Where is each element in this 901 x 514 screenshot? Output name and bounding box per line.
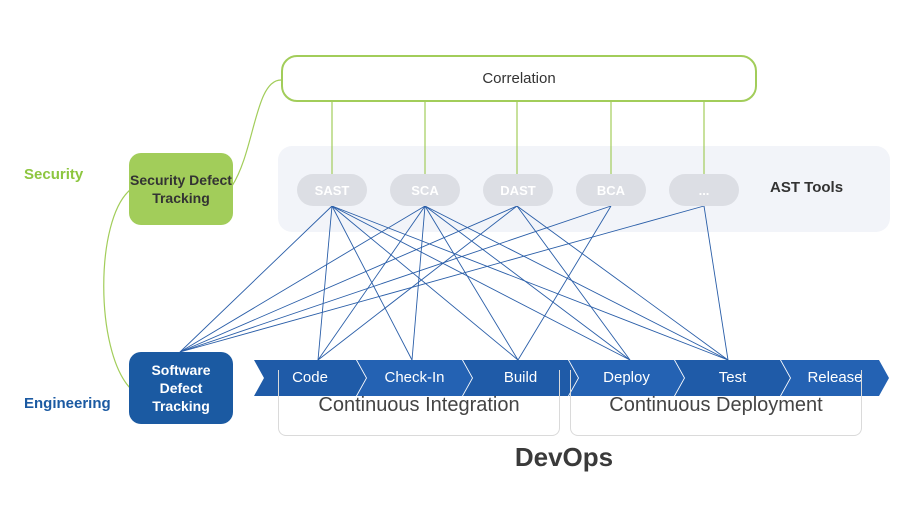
stage-code-label: Code <box>292 369 328 386</box>
security-to-engineering-curve <box>103 189 131 389</box>
ast-tool-sca: SCA <box>390 174 460 206</box>
stage-code-shape <box>254 360 366 396</box>
tool-stage-mesh <box>179 205 729 361</box>
stage-test-label: Test <box>718 369 747 386</box>
security-label: Security <box>24 166 84 183</box>
stage-release-shape <box>781 360 889 396</box>
pipeline-chevrons <box>254 360 889 396</box>
stage-test-shape <box>675 360 790 396</box>
ast-tools-label: AST Tools <box>770 179 844 196</box>
stage-checkin-shape <box>357 360 472 396</box>
stage-build-shape <box>463 360 578 396</box>
continuous-deployment-label: Continuous Deployment <box>609 394 823 416</box>
stage-checkin-label: Check-In <box>384 369 445 386</box>
continuous-integration-label: Continuous Integration <box>318 394 520 416</box>
stage-deploy-label: Deploy <box>603 369 650 386</box>
engineering-label: Engineering <box>24 395 111 412</box>
correlation-box: Correlation <box>281 55 757 102</box>
correlation-drops <box>331 102 705 174</box>
continuous-integration-group: Continuous Integration <box>278 370 560 436</box>
ast-tool-sast: SAST <box>297 174 367 206</box>
security-defect-tracking-box: Security Defect Tracking <box>129 153 233 225</box>
stage-release-label: Release <box>807 369 863 386</box>
ast-tool-bca: BCA <box>576 174 646 206</box>
stage-build-label: Build <box>503 369 538 386</box>
continuous-deployment-group: Continuous Deployment <box>570 370 862 436</box>
ast-tool-dast: DAST <box>483 174 553 206</box>
software-defect-tracking-box: Software Defect Tracking <box>129 352 233 424</box>
stage-deploy-shape <box>569 360 684 396</box>
correlation-to-security-curve <box>231 79 282 187</box>
devops-title: DevOps <box>514 442 614 472</box>
ast-tool-more: ... <box>669 174 739 206</box>
